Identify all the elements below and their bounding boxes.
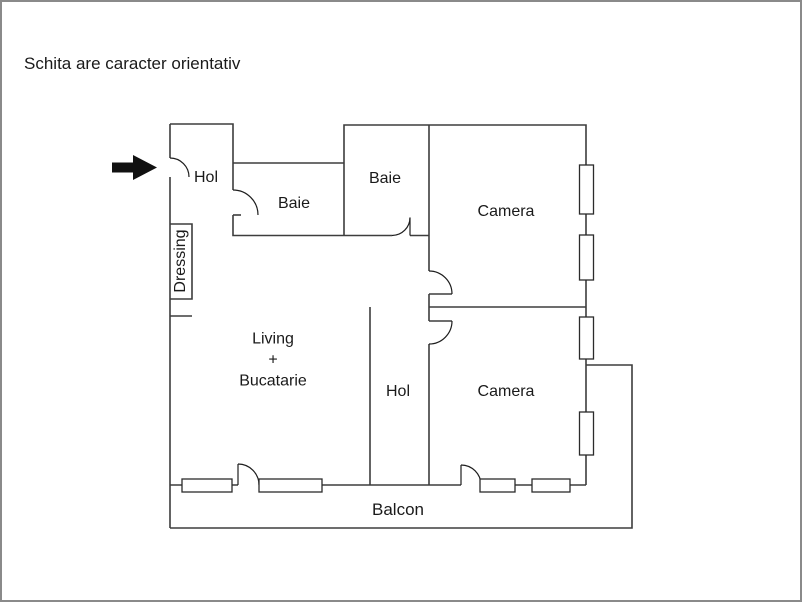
- window-bottom-2: [258, 478, 323, 493]
- camera-bottom-door-arc: [428, 320, 453, 345]
- camera-balcony-door-arc: [460, 464, 482, 486]
- room-label-baie-2: Baie: [368, 170, 402, 187]
- room-label-camera-bottom: Camera: [477, 383, 535, 400]
- living-label-line3: Bucatarie: [239, 372, 307, 390]
- window-right-3: [578, 316, 595, 360]
- window-bottom-4: [531, 478, 571, 493]
- living-balcony-door-arc: [237, 463, 260, 486]
- window-right-4: [578, 411, 595, 456]
- room-label-living-bucatarie: Living + Bucatarie: [239, 329, 307, 392]
- camera-top-door-arc: [428, 270, 453, 295]
- room-label-camera-top: Camera: [477, 203, 535, 220]
- entrance-arrow-icon: [112, 155, 157, 180]
- living-label-line1: Living: [252, 330, 294, 348]
- window-right-1: [578, 164, 595, 215]
- living-label-line2: +: [268, 351, 278, 369]
- window-bottom-1: [181, 478, 233, 493]
- entrance-door-arc: [169, 157, 190, 178]
- room-label-balcon: Balcon: [372, 500, 424, 519]
- disclaimer-title: Schita are caracter orientativ: [24, 54, 241, 73]
- window-bottom-3: [479, 478, 516, 493]
- room-label-hol-mid: Hol: [385, 383, 411, 400]
- dressing-nook: [170, 223, 193, 317]
- baie2-door-arc: [391, 217, 411, 237]
- baie1-door-arc: [232, 189, 259, 216]
- windows: [181, 164, 595, 493]
- room-label-hol-entry: Hol: [193, 169, 219, 186]
- room-label-dressing: Dressing: [172, 229, 189, 293]
- window-right-2: [578, 234, 595, 281]
- room-label-baie-1: Baie: [277, 195, 311, 212]
